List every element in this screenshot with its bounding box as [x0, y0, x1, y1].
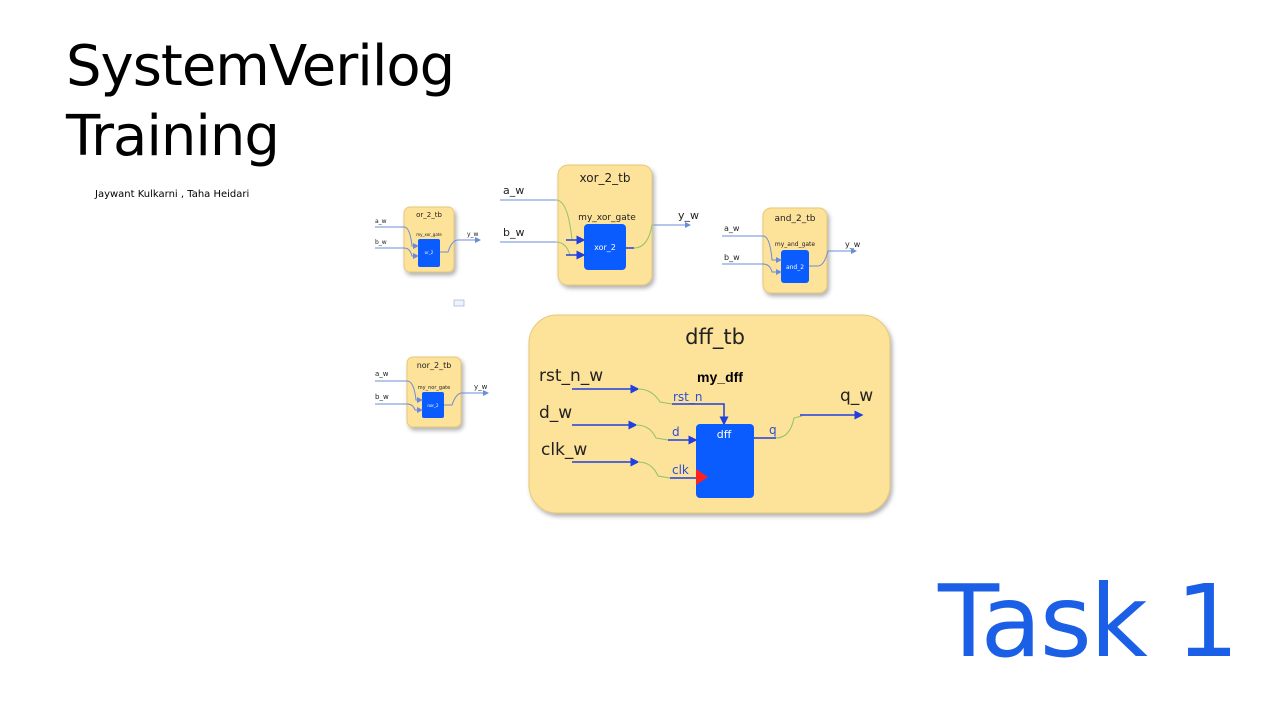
and-2-testbench: and_2_tb my_and_gate and_2 a_w b_w y_w: [722, 207, 861, 294]
and-tb-title: and_2_tb: [775, 214, 816, 224]
dff-d-port-label: d: [672, 425, 680, 439]
nor-in1-label: a_w: [375, 370, 389, 378]
slide-title: SystemVerilog Training: [66, 32, 455, 172]
dff-q-port-label: q: [769, 423, 777, 437]
and-out-label: y_w: [845, 240, 861, 249]
authors: Jaywant Kulkarni , Taha Heidari: [95, 189, 250, 200]
nor-out-label: y_w: [474, 383, 488, 391]
dff-rst-port-label: rst_n: [673, 390, 703, 404]
dff-clk-wire-label: clk_w: [541, 440, 587, 460]
xor-module-label: xor_2: [594, 243, 616, 252]
dff-testbench: dff_tb my_dff rst_n_w d_w clk_w q_w dff …: [528, 314, 891, 514]
dff-tb-title: dff_tb: [685, 325, 745, 350]
dff-q-wire-label: q_w: [840, 386, 873, 406]
or-inst-label: my_xor_gate: [416, 232, 442, 237]
nor-in2-label: b_w: [375, 393, 389, 401]
or-in2-label: b_w: [375, 239, 387, 246]
nor-module-block: [422, 392, 444, 418]
xor-tb-title: xor_2_tb: [580, 171, 631, 185]
dff-module-label: dff: [717, 428, 732, 441]
and-in2-label: b_w: [724, 253, 740, 262]
dff-tb-box: [528, 314, 891, 514]
or-2-testbench: or_2_tb my_xor_gate or_2 a_w b_w y_w: [375, 206, 481, 273]
nor-inst-label: my_nor_gate: [418, 385, 450, 391]
and-in1-label: a_w: [724, 224, 740, 233]
clock-edge-marker: [696, 469, 708, 485]
dff-module-block: [696, 424, 754, 498]
or-in1-label: a_w: [375, 218, 387, 225]
dff-rst-wire-label: rst_n_w: [539, 366, 603, 386]
title-line-2: Training: [66, 104, 280, 169]
xor-in1-label: a_w: [503, 184, 524, 197]
or-tb-title: or_2_tb: [416, 211, 442, 219]
xor-inst-label: my_xor_gate: [578, 213, 636, 223]
and-module-label: and_2: [786, 264, 804, 271]
nor-tb-title: nor_2_tb: [417, 361, 452, 370]
small-widget-icon: [453, 299, 465, 307]
and-inst-label: my_and_gate: [775, 241, 816, 248]
nor-module-label: nor_2: [427, 403, 439, 408]
xor-2-testbench: xor_2_tb my_xor_gate xor_2 a_w b_w y_w: [500, 164, 699, 286]
task-label: Task 1: [938, 563, 1239, 680]
title-line-1: SystemVerilog: [66, 34, 455, 99]
or-module-label: or_2: [425, 250, 434, 255]
dff-d-wire-label: d_w: [539, 403, 572, 423]
or-module-block: [418, 239, 440, 267]
dff-inst-label: my_dff: [697, 369, 743, 385]
xor-in2-label: b_w: [503, 226, 524, 239]
xor-module-block: [584, 224, 626, 270]
nor-2-testbench: nor_2_tb my_nor_gate nor_2 a_w b_w y_w: [375, 356, 489, 428]
dff-clk-port-label: clk: [672, 463, 689, 477]
or-out-label: y_w: [467, 231, 479, 238]
xor-out-label: y_w: [678, 209, 699, 222]
and-module-block: [781, 250, 809, 283]
